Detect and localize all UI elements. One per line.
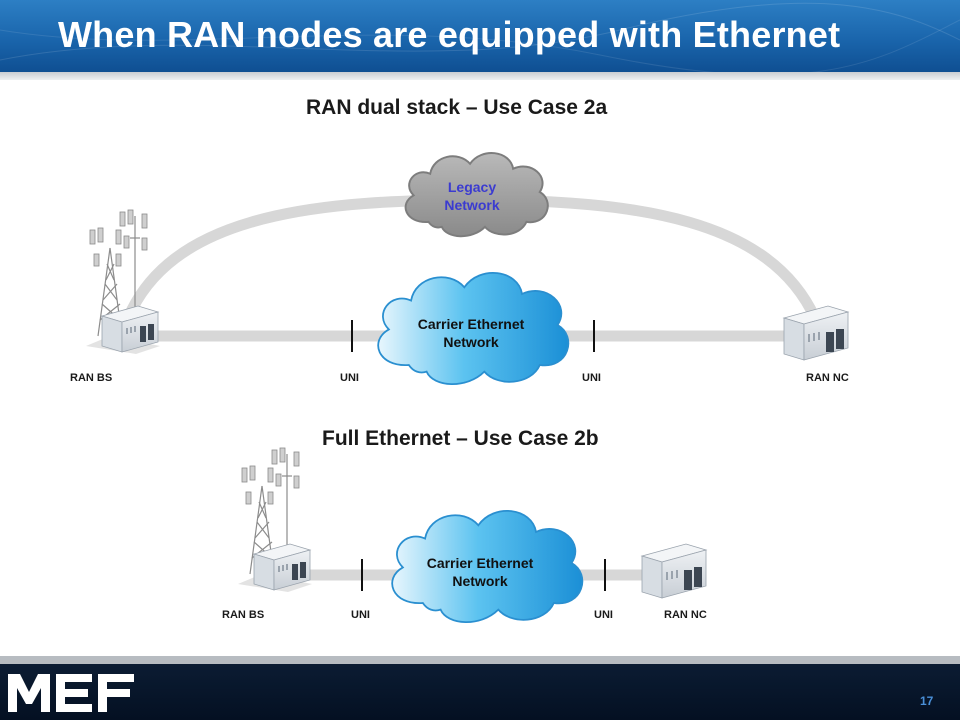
page-number: 17 xyxy=(920,694,934,708)
mef-logo xyxy=(8,674,134,712)
carrier-ethernet-label-2b-line2: Network xyxy=(452,573,508,589)
ran-bs-tower-2b xyxy=(238,447,312,592)
header-divider xyxy=(0,72,960,80)
ran-nc-label-2b: RAN NC xyxy=(664,609,707,621)
use-case-2b-title: Full Ethernet – Use Case 2b xyxy=(322,427,599,450)
legacy-network-label: Legacy Network xyxy=(412,178,532,214)
legacy-network-label-line1: Legacy xyxy=(447,179,497,195)
ran-bs-label-2a: RAN BS xyxy=(70,372,113,384)
carrier-ethernet-label-2a-line1: Carrier Ethernet xyxy=(417,316,525,332)
header-bar xyxy=(0,0,960,72)
ran-nc-node-2b xyxy=(640,543,708,599)
ran-nc-node-2a xyxy=(782,305,850,361)
footer-bar xyxy=(0,664,960,720)
carrier-ethernet-label-2b-line1: Carrier Ethernet xyxy=(426,555,534,571)
carrier-ethernet-label-2a: Carrier Ethernet Network xyxy=(396,315,546,351)
uni-label-2b-right: UNI xyxy=(594,609,613,621)
ran-bs-node-2b xyxy=(252,543,312,591)
use-case-2a-title: RAN dual stack – Use Case 2a xyxy=(306,96,608,119)
footer-divider xyxy=(0,656,960,664)
ran-bs-label-2b: RAN BS xyxy=(222,609,265,621)
uni-label-2a-left: UNI xyxy=(340,372,359,384)
carrier-ethernet-label-2b: Carrier Ethernet Network xyxy=(405,554,555,590)
page-title: When RAN nodes are equipped with Etherne… xyxy=(58,14,841,55)
carrier-ethernet-label-2a-line2: Network xyxy=(443,334,499,350)
ran-bs-node-2a xyxy=(100,305,160,353)
uni-label-2b-left: UNI xyxy=(351,609,370,621)
legacy-network-label-line2: Network xyxy=(444,197,500,213)
ran-bs-tower-2a xyxy=(86,209,160,354)
header-decoration xyxy=(0,2,960,72)
uni-label-2a-right: UNI xyxy=(582,372,601,384)
ran-nc-label-2a: RAN NC xyxy=(806,372,849,384)
